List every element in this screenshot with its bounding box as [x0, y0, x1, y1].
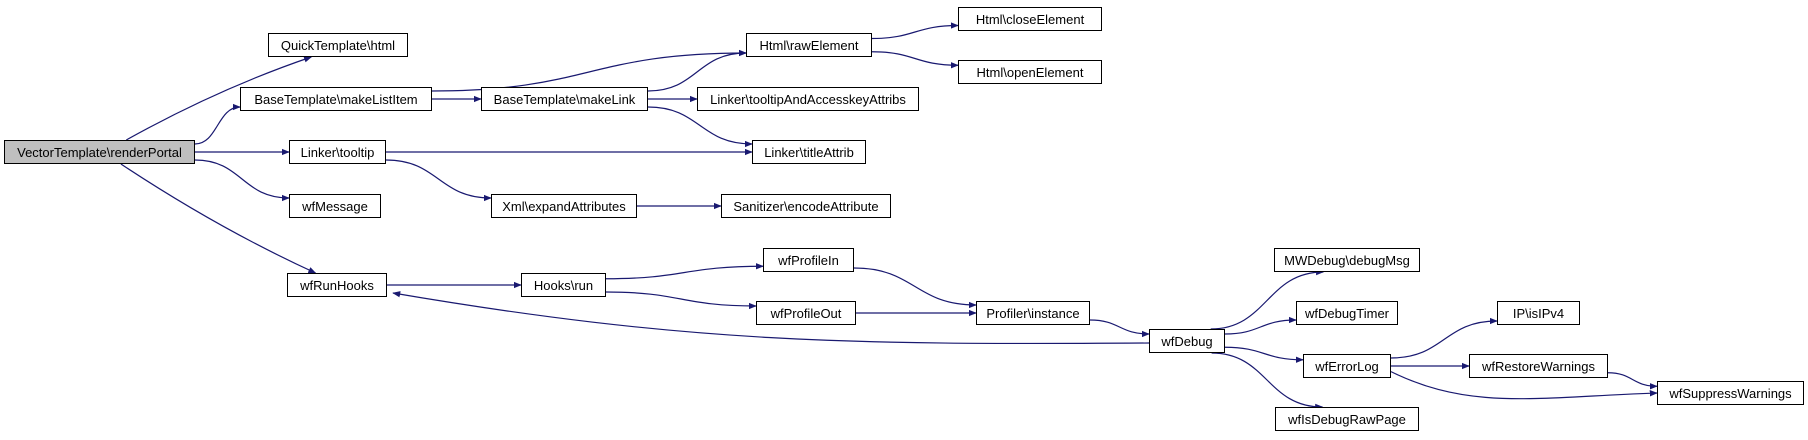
edge-html_rawelement-to-html_closeelement: [871, 22, 959, 40]
node-vectortemplate-renderportal[interactable]: VectorTemplate\renderPortal: [4, 140, 195, 164]
edge-html_rawelement-to-html_openelement: [871, 51, 959, 69]
node-linker-tooltip[interactable]: Linker\tooltip: [289, 140, 386, 164]
edge-root-to-wfmessage: [194, 159, 290, 202]
node-wfprofileout[interactable]: wfProfileOut: [756, 301, 856, 325]
edge-wfdebug-to-mwdebug_debugmsg: [1210, 268, 1325, 330]
edge-wfdebug-to-wfisdebugrawpage: [1211, 352, 1324, 411]
edge-wferrorlog-to-ip_isipv4: [1390, 317, 1498, 359]
node-xml-expandattributes[interactable]: Xml\expandAttributes: [491, 194, 637, 218]
node-wfprofilein[interactable]: wfProfileIn: [763, 248, 854, 272]
node-wfisdebugrawpage[interactable]: wfIsDebugRawPage: [1275, 407, 1419, 431]
node-wfmessage[interactable]: wfMessage: [289, 194, 381, 218]
edge-wfprofilein-to-profiler_instance: [853, 267, 977, 309]
node-html-rawelement[interactable]: Html\rawElement: [746, 33, 872, 57]
node-linker-tooltipandaccesskeyattribs[interactable]: Linker\tooltipAndAccesskeyAttribs: [697, 87, 919, 111]
node-html-closeelement[interactable]: Html\closeElement: [958, 7, 1102, 31]
edge-hooks_run-to-wfprofilein: [605, 263, 764, 280]
edge-root-to-bt_makelistitem: [194, 103, 241, 145]
edge-root-to-qt_html: [125, 56, 313, 141]
node-mwdebug-debugmsg[interactable]: MWDebug\debugMsg: [1274, 248, 1420, 272]
edge-bt_makelink-to-linker_titleattrib: [647, 106, 753, 148]
node-basetemplate-makelink[interactable]: BaseTemplate\makeLink: [481, 87, 648, 111]
edge-wfdebug-to-wfdebugtimer: [1224, 316, 1297, 335]
edge-bt_makelink-to-html_rawelement: [647, 49, 747, 92]
node-profiler-instance[interactable]: Profiler\instance: [976, 301, 1090, 325]
edge-linker_tooltip-to-xml_expandattributes: [385, 159, 492, 202]
edge-wfdebug-to-wferrorlog: [1224, 346, 1304, 363]
node-wfsuppresswarnings[interactable]: wfSuppressWarnings: [1657, 381, 1804, 405]
node-html-openelement[interactable]: Html\openElement: [958, 60, 1102, 84]
edge-wfrestorewarnings-to-wfsuppresswarnings: [1607, 372, 1658, 390]
node-wfdebug[interactable]: wfDebug: [1149, 329, 1225, 353]
node-wfrestorewarnings[interactable]: wfRestoreWarnings: [1469, 354, 1608, 378]
node-basetemplate-makelistitem[interactable]: BaseTemplate\makeListItem: [240, 87, 432, 111]
edge-bt_makelistitem-to-html_rawelement: [431, 49, 747, 92]
node-ip-isipv4[interactable]: IP\isIPv4: [1497, 301, 1580, 325]
node-wferrorlog[interactable]: wfErrorLog: [1303, 354, 1391, 378]
node-wfdebugtimer[interactable]: wfDebugTimer: [1296, 301, 1398, 325]
node-hooks-run[interactable]: Hooks\run: [521, 273, 606, 297]
node-wfrunhooks[interactable]: wfRunHooks: [287, 273, 387, 297]
edge-hooks_run-to-wfprofileout: [605, 291, 757, 310]
edge-wfdebug-to-wfrunhooks: [392, 291, 1150, 345]
edge-root-to-wfrunhooks: [120, 163, 317, 274]
node-sanitizer-encodeattribute[interactable]: Sanitizer\encodeAttribute: [721, 194, 891, 218]
node-linker-titleattrib[interactable]: Linker\titleAttrib: [752, 140, 866, 164]
node-quicktemplate-html[interactable]: QuickTemplate\html: [268, 33, 408, 57]
edge-wferrorlog-to-wfsuppresswarnings: [1390, 371, 1658, 400]
edge-profiler_instance-to-wfdebug: [1089, 319, 1150, 338]
